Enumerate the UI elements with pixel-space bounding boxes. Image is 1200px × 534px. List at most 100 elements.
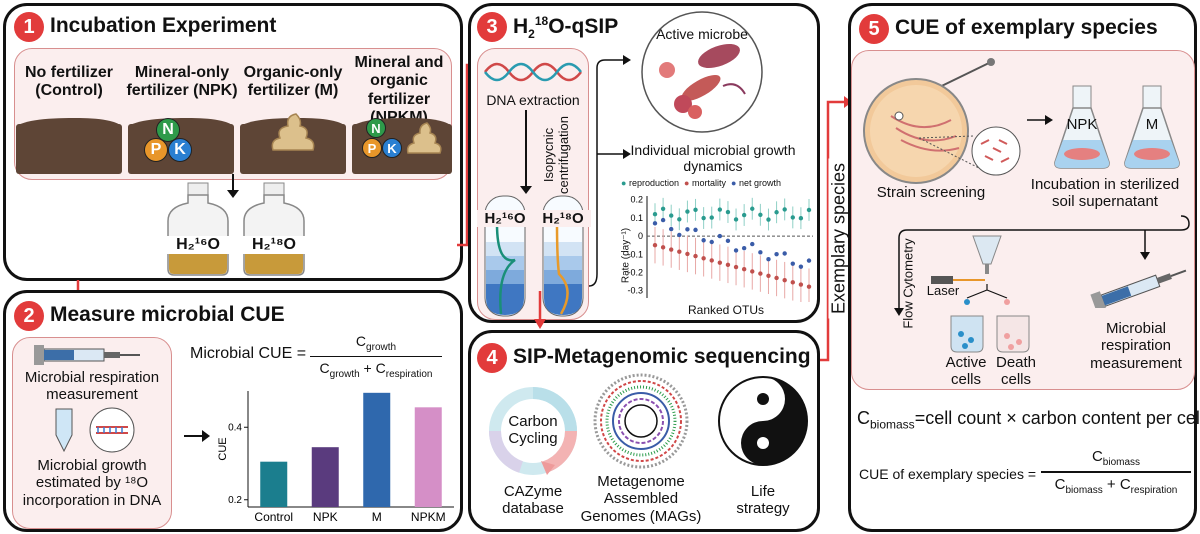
p-ball-small: P [362,138,382,158]
strain-screening-label: Strain screening [876,184,986,201]
net-growth-point [717,233,723,239]
flask-npk [1054,85,1110,169]
panel-title: Incubation Experiment [50,14,277,37]
reproduction-point [806,207,812,213]
mortality-point [741,267,747,272]
mortality-point [806,284,812,289]
net-growth-point [806,258,812,263]
cytometer-icon [931,235,1010,305]
reproduction-point [758,212,763,218]
syringe-icon [34,345,140,365]
y-tick-label: 0.4 [228,422,242,433]
net-growth-point [685,227,690,232]
reproduction-point [685,209,690,214]
reproduction-point [677,217,682,222]
reproduction-point [669,213,674,218]
arrowhead-icon [520,186,532,194]
bottle-h2-16o [167,182,229,276]
rate-legend: ● reproduction ● mortality ● net growth [621,178,781,188]
reproduction-point [701,215,706,221]
panel-title: H218O-qSIP [513,14,619,42]
x-tick-label: NPKM [411,510,446,524]
panel-title: CUE of exemplary species [895,16,1158,39]
mortality-point [652,242,658,248]
flask-m-label: M [1145,116,1159,133]
y-tick-label: 0.2 [630,195,643,205]
cue-formula-lhs: Microbial CUE = [190,345,307,362]
mortality-point [725,262,731,268]
mortality-point [669,247,674,252]
exemplary-species-label: Exemplary species [828,158,850,319]
panel-measure-cue: 2 Measure microbial CUE Microbial respir… [3,290,463,532]
cbiomass-definition: Cbiomass=cell count × carbon content per… [857,408,1200,432]
y-tick-label: -0.3 [627,286,643,296]
net-growth-point [652,221,658,226]
reproduction-point [782,207,787,212]
k-ball-small: K [382,138,402,158]
reproduction-point [652,212,658,217]
step-number-4: 4 [477,343,507,373]
bar-control [260,461,288,507]
bar-npk [311,447,339,507]
formula-denominator: Cgrowth + Crespiration [319,360,433,381]
reproduction-point [725,209,731,215]
mortality-point [733,264,739,270]
manure-icon [271,113,315,151]
mortality-point [660,245,666,250]
bracket-arrows [588,55,631,287]
x-tick-label: NPK [313,510,338,524]
panel-incubation-experiment: 1 Incubation Experiment No fertilizer(Co… [3,3,463,281]
n-ball: N [156,118,180,142]
dna-helix-icon [484,62,582,82]
mags-circos-icon [593,373,689,469]
bottle-h2-18o [243,182,305,276]
y-axis-label: CUE [217,437,229,460]
yin-yang-icon [718,376,808,466]
mortality-point [750,269,755,274]
reproduction-point [750,206,755,211]
step-number-2: 2 [14,301,44,331]
arrow-to-chart [184,435,206,437]
p-ball: P [144,138,168,162]
reproduction-point [733,217,739,222]
x-tick-label: Control [254,510,293,524]
reproduction-point [741,212,747,218]
exemplary-cue-fraction: Cbiomass Cbiomass + Crespiration [1041,448,1191,496]
ranked-otus-label: Ranked OTUs [687,303,765,317]
n-ball-small: N [366,118,386,138]
mortality-point [709,258,714,263]
tube-label-16o: H₂¹⁶O [477,210,533,228]
formula-numerator: Cbiomass [1091,448,1141,468]
reproduction-point [766,217,771,222]
reproduction-point [790,215,795,220]
tube-label-18o: H₂¹⁸O [535,210,591,228]
mortality-point [798,282,804,287]
reproduction-point [774,210,779,215]
reproduction-point [709,215,714,220]
cue-formula-fraction: Cgrowth Cgrowth + Crespiration [310,333,442,380]
legend-mortality: mortality [691,178,726,188]
syringe-icon-2 [1090,269,1187,308]
dna-extraction-label: DNA extraction [486,92,580,108]
panel-title: SIP-Metagenomic sequencing [513,345,811,368]
manure-icon-small [406,122,442,154]
rate-dot-chart: 0.20.10-0.1-0.2-0.3 [627,195,813,302]
soil-control [16,118,122,174]
petri-dish-icon [863,58,1021,184]
net-growth-point [741,245,747,251]
mortality-point [677,249,682,254]
dna-tube-icon [55,407,135,453]
reproduction-point [660,206,666,211]
mortality-point [717,260,723,265]
net-growth-point [733,248,739,253]
